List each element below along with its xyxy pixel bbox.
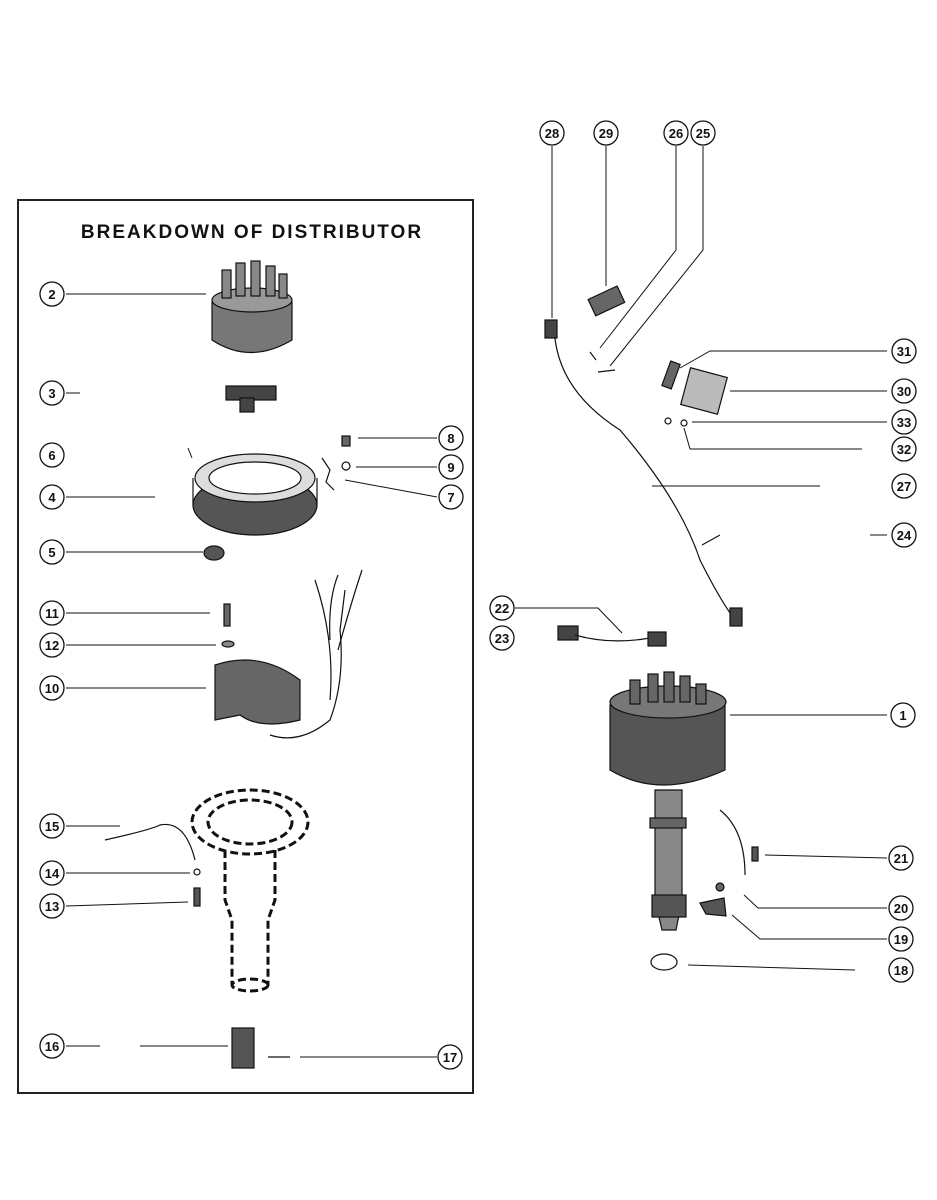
svg-text:22: 22 [495,601,509,616]
svg-text:2: 2 [48,287,55,302]
svg-text:5: 5 [48,545,55,560]
callout-27: 27 [891,473,917,499]
callout-4: 4 [39,484,65,510]
breaker-plate-illustration [192,453,318,536]
callout-11: 11 [39,600,65,626]
svg-text:12: 12 [45,638,59,653]
callout-8: 8 [438,425,464,451]
svg-text:4: 4 [48,490,56,505]
svg-text:15: 15 [45,819,59,834]
svg-text:14: 14 [45,866,60,881]
svg-text:33: 33 [897,415,911,430]
callout-5: 5 [39,539,65,565]
callout-26: 26 [663,120,689,146]
callout-7: 7 [438,484,464,510]
callout-9: 9 [438,454,464,480]
callout-31: 31 [891,338,917,364]
callout-1: 1 [890,702,916,728]
callout-28: 28 [539,120,565,146]
callout-32: 32 [891,436,917,462]
callout-6: 6 [39,442,65,468]
gear-illustration [231,1027,255,1069]
callout-30: 30 [891,378,917,404]
svg-text:6: 6 [48,448,55,463]
svg-text:20: 20 [894,901,908,916]
callout-15: 15 [39,813,65,839]
svg-text:21: 21 [894,851,908,866]
felt-wick-illustration [203,545,225,561]
callout-2: 2 [39,281,65,307]
callout-25: 25 [690,120,716,146]
distributor-assembly-illustration [609,671,746,931]
leader-lines [65,146,888,1058]
callout-3: 3 [39,380,65,406]
breakdown-panel-border [17,199,474,1094]
svg-text:31: 31 [897,344,911,359]
svg-text:1: 1 [899,708,906,723]
svg-text:29: 29 [599,126,613,141]
callout-13: 13 [39,893,65,919]
callout-33: 33 [891,409,917,435]
svg-text:3: 3 [48,386,55,401]
callout-17: 17 [437,1044,463,1070]
svg-text:18: 18 [894,963,908,978]
svg-text:13: 13 [45,899,59,914]
svg-text:16: 16 [45,1039,59,1054]
svg-text:9: 9 [447,460,454,475]
callout-23: 23 [489,625,515,651]
callout-14: 14 [39,860,65,886]
svg-text:17: 17 [443,1050,457,1065]
distributor-cap-illustration [211,260,293,354]
svg-text:28: 28 [545,126,559,141]
svg-text:19: 19 [894,932,908,947]
callout-29: 29 [593,120,619,146]
pickup-assembly-illustration [214,569,363,739]
callout-19: 19 [888,926,914,952]
panel-title: BREAKDOWN OF DISTRIBUTOR [81,222,423,243]
callout-10: 10 [39,675,65,701]
callout-22: 22 [489,595,515,621]
callout-24: 24 [891,522,917,548]
svg-text:24: 24 [897,528,912,543]
svg-text:32: 32 [897,442,911,457]
svg-text:7: 7 [447,490,454,505]
svg-text:27: 27 [897,479,911,494]
rotor-illustration [225,385,277,413]
callout-12: 12 [39,632,65,658]
svg-text:11: 11 [45,606,59,621]
callout-21: 21 [888,845,914,871]
callout-20: 20 [888,895,914,921]
callout-18: 18 [888,957,914,983]
svg-text:10: 10 [45,681,59,696]
callout-16: 16 [39,1033,65,1059]
svg-text:8: 8 [447,431,454,446]
svg-text:25: 25 [696,126,710,141]
svg-text:30: 30 [897,384,911,399]
svg-text:26: 26 [669,126,683,141]
svg-text:23: 23 [495,631,509,646]
housing-outline [190,788,310,993]
